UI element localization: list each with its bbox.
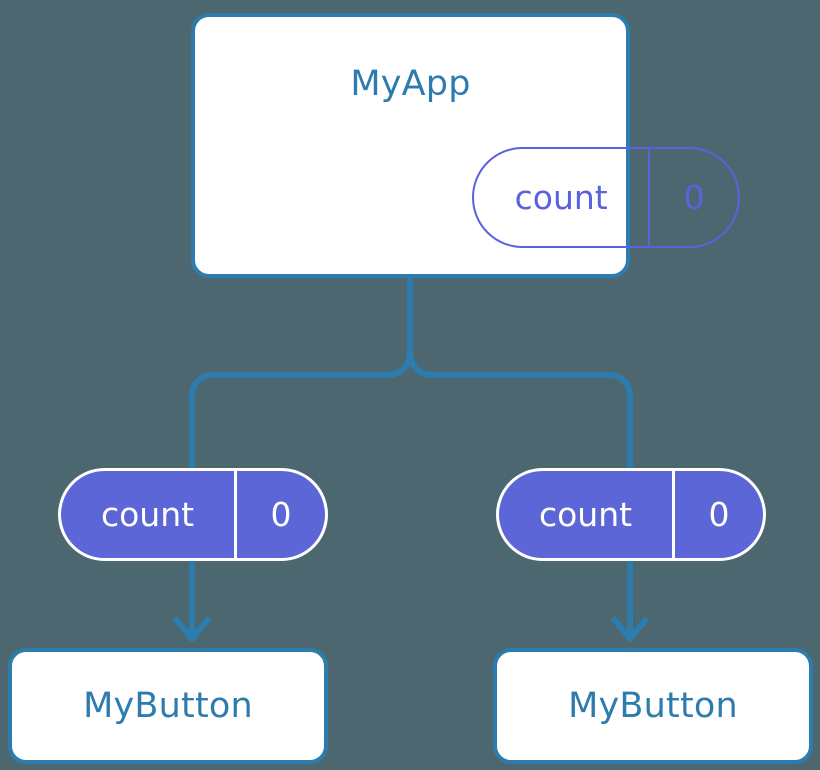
edge-split-left <box>212 349 413 378</box>
component-mybutton-right[interactable]: MyButton <box>493 648 813 764</box>
state-pill-key: count <box>474 149 651 246</box>
component-myapp[interactable]: MyApp count 0 <box>191 13 740 278</box>
state-pill-key: count <box>499 471 676 558</box>
state-pill-value: 0 <box>708 495 730 534</box>
component-mybutton-left[interactable]: MyButton <box>8 648 328 764</box>
state-pill-right-count[interactable]: count 0 <box>496 468 766 561</box>
component-mybutton-left-title: MyButton <box>83 685 253 726</box>
component-mybutton-right-title: MyButton <box>568 685 738 726</box>
state-pill-key: count <box>61 471 238 558</box>
component-myapp-title: MyApp <box>350 64 471 104</box>
state-pill-value: 0 <box>270 495 292 534</box>
edge-to-state-left <box>189 372 213 472</box>
arrowhead-right <box>610 616 650 642</box>
arrowhead-left <box>172 616 212 642</box>
state-pill-value: 0 <box>683 178 705 217</box>
edge-to-state-right <box>609 372 633 472</box>
state-pill-left-count[interactable]: count 0 <box>58 468 328 561</box>
edge-split-right <box>407 349 610 378</box>
state-pill-myapp-count[interactable]: count 0 <box>472 147 740 248</box>
